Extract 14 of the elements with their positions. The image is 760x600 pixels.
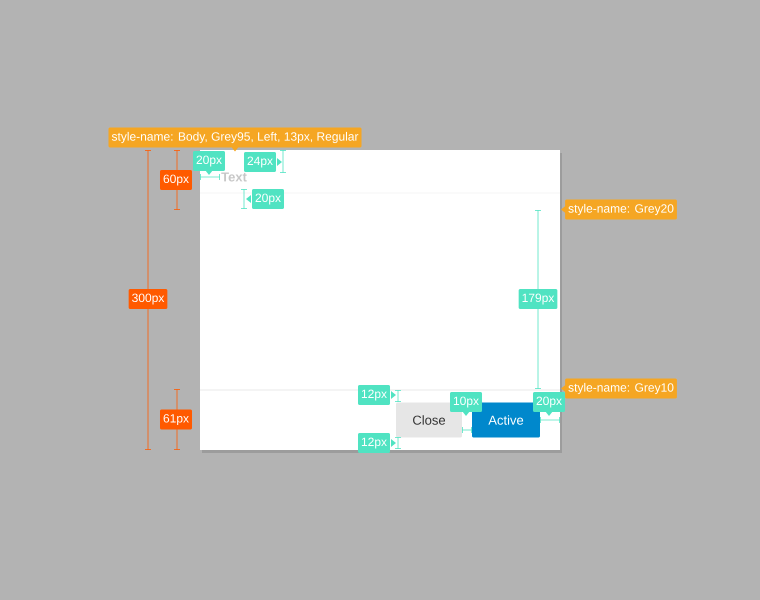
measurement-tag: 24px (244, 152, 282, 172)
heading-text: Text (221, 172, 247, 182)
measurement-tag: 60px (160, 170, 192, 190)
measurement-tag: 10px (450, 392, 482, 416)
measurement-tag: 20px (246, 189, 284, 209)
measurement-tag: 300px (128, 289, 168, 309)
measurement-tag: 12px (358, 385, 396, 405)
measurement-tag: 20px (533, 392, 566, 416)
measurement-tag: 12px (358, 433, 396, 453)
measurement-tag: 61px (160, 410, 192, 430)
style-tag: style-name: Body, Grey95, Left, 13px, Regular (108, 128, 362, 152)
measurement-tag: 179px (518, 289, 558, 309)
style-tag: style-name: Grey10 (561, 378, 677, 398)
style-tag: style-name: Grey20 (561, 200, 677, 220)
